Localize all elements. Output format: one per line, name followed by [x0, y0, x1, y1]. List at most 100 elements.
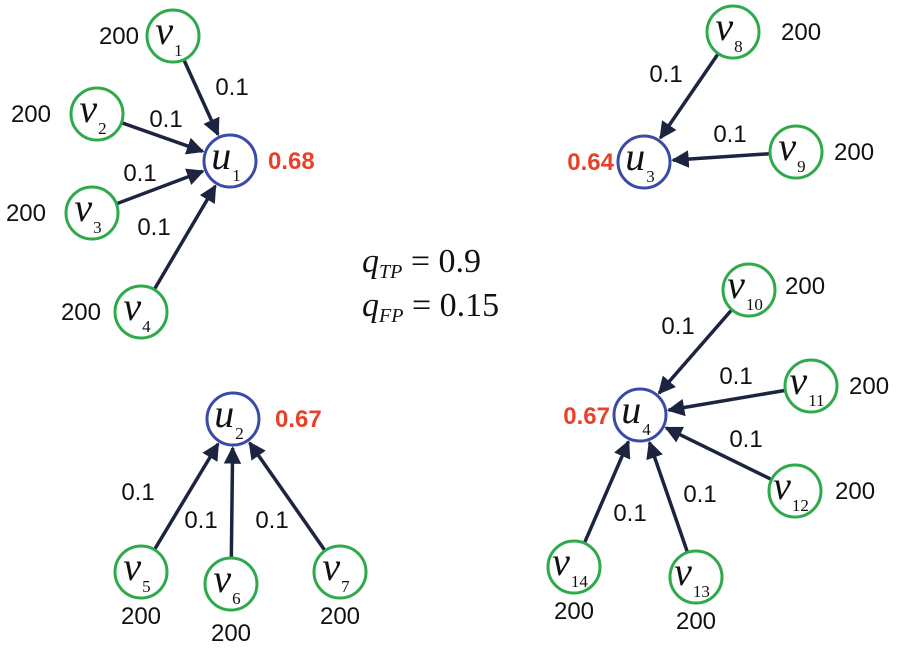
value-v14: 200: [554, 598, 594, 625]
edge-v9-u3: [671, 150, 771, 168]
node-label-v12: v12: [773, 463, 809, 515]
node-label-v11: v11: [789, 358, 824, 410]
node-label-v3: v3: [74, 185, 101, 237]
edge-weight-v12-u4: 0.1: [729, 426, 762, 453]
node-label-v4: v4: [123, 284, 151, 336]
edges: [115, 52, 786, 559]
node-label-u2: u2: [214, 391, 244, 443]
node-label-u3: u3: [625, 134, 655, 186]
edge-weight-v8-u3: 0.1: [649, 61, 682, 88]
q-tp-parameter: qTP = 0.9: [362, 243, 481, 283]
node-label-u1: u1: [211, 133, 241, 185]
node-label-v10: v10: [727, 262, 763, 314]
value-v5: 200: [121, 603, 161, 630]
edge-v2-u1: [120, 121, 205, 155]
node-circle-v10: [721, 262, 777, 318]
edge-v1-u1: [182, 58, 220, 137]
edge-weight-v4-u1: 0.1: [137, 214, 170, 241]
node-v9: v9: [768, 124, 824, 180]
score-u2: 0.67: [275, 406, 322, 433]
value-v8: 200: [781, 19, 821, 46]
node-circle-u1: [202, 133, 258, 189]
node-label-v5: v5: [123, 544, 150, 596]
node-label-v8: v8: [715, 4, 742, 56]
parameter-block: qTP = 0.9 qFP = 0.15: [362, 243, 499, 327]
value-v7: 200: [320, 603, 360, 630]
node-u3: u3: [616, 134, 672, 190]
edge-weight-v13-u4: 0.1: [683, 481, 716, 508]
node-circle-u3: [616, 134, 672, 190]
node-circle-v5: [113, 544, 169, 600]
edge-v10-u4: [657, 308, 734, 395]
node-circle-v7: [312, 544, 368, 600]
node-circle-v9: [768, 124, 824, 180]
node-label-v14: v14: [552, 539, 588, 591]
node-v13: v13: [668, 549, 724, 605]
value-v12: 200: [835, 478, 875, 505]
edge-v3-u1: [115, 168, 205, 206]
node-label-v9: v9: [778, 124, 805, 176]
node-circle-v14: [546, 539, 602, 595]
node-v3: v3: [64, 185, 120, 241]
score-u1: 0.68: [268, 148, 315, 175]
edge-v11-u4: [666, 388, 786, 417]
edge-weight-v1-u1: 0.1: [215, 74, 248, 101]
value-v3: 200: [6, 200, 46, 227]
node-circle-v6: [203, 556, 259, 612]
edge-v14-u4: [582, 439, 631, 544]
nodes: u1 u2 u3 u4 v1 v2 v3 v4 v5 v6 v7 v8 v9 v10 v11 v12 v13 v1…: [64, 4, 839, 612]
edge-weight-v5-u2: 0.1: [121, 479, 154, 506]
value-v2: 200: [11, 101, 51, 128]
node-label-v13: v13: [674, 549, 710, 601]
labels: 0.1 0.1 0.1 0.1 0.1 0.1 0.1 0.1 0.1 0.1 0.1 0.1 0.1 0…: [6, 19, 889, 647]
edge-weight-v6-u2: 0.1: [184, 507, 217, 534]
node-circle-v12: [767, 463, 823, 519]
score-u4: 0.67: [563, 403, 610, 430]
edge-v5-u2: [152, 442, 220, 551]
edge-weight-v10-u4: 0.1: [661, 313, 694, 340]
node-v10: v10: [721, 262, 777, 318]
node-u2: u2: [205, 391, 261, 447]
edge-weight-v3-u1: 0.1: [123, 160, 156, 187]
node-circle-v1: [145, 8, 201, 64]
edge-weight-v14-u4: 0.1: [613, 500, 646, 527]
node-label-u4: u4: [621, 387, 651, 439]
edge-v4-u1: [152, 184, 217, 291]
value-v4: 200: [61, 299, 101, 326]
node-v6: v6: [203, 556, 259, 612]
value-v9: 200: [834, 139, 874, 166]
q-fp-parameter: qFP = 0.15: [362, 287, 499, 327]
node-circle-v11: [783, 358, 839, 414]
node-circle-v2: [69, 86, 125, 142]
edge-v13-u4: [646, 440, 690, 553]
edge-v7-u2: [248, 441, 327, 552]
node-v1: v1: [145, 8, 201, 64]
edge-v12-u4: [664, 426, 773, 482]
edge-weight-v2-u1: 0.1: [149, 106, 182, 133]
node-u1: u1: [202, 133, 258, 189]
node-v5: v5: [113, 544, 169, 600]
node-label-v2: v2: [79, 86, 106, 138]
node-circle-v4: [113, 284, 169, 340]
edge-weight-v7-u2: 0.1: [255, 507, 288, 534]
score-u3: 0.64: [567, 149, 614, 176]
node-circle-v3: [64, 185, 120, 241]
value-v6: 200: [211, 620, 251, 647]
node-circle-v13: [668, 549, 724, 605]
edge-weight-v11-u4: 0.1: [719, 363, 752, 390]
edge-weight-v9-u3: 0.1: [713, 121, 746, 148]
node-v11: v11: [783, 358, 839, 414]
node-v4: v4: [113, 284, 169, 340]
node-v7: v7: [312, 544, 368, 600]
node-label-v6: v6: [213, 556, 240, 608]
node-circle-u2: [205, 391, 261, 447]
edge-v8-u3: [658, 52, 720, 140]
value-v13: 200: [676, 608, 716, 635]
node-v14: v14: [546, 539, 602, 595]
node-circle-u4: [612, 387, 668, 443]
node-v2: v2: [69, 86, 125, 142]
value-v11: 200: [849, 373, 889, 400]
node-label-v7: v7: [322, 544, 350, 596]
node-v8: v8: [705, 4, 761, 60]
node-label-v1: v1: [155, 8, 182, 60]
